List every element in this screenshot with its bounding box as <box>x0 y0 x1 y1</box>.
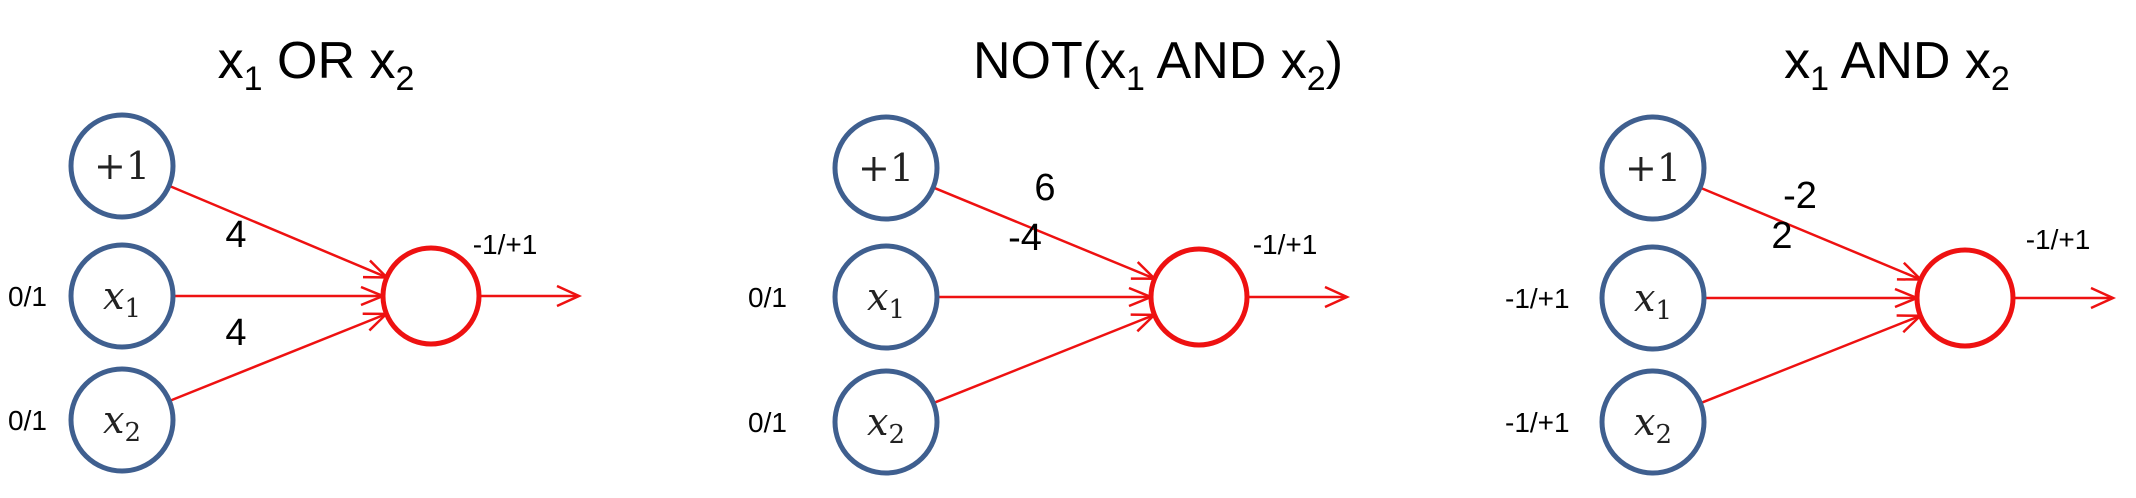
input-value-label: 0/1 <box>748 282 787 313</box>
input-node-x1 <box>1599 244 1707 352</box>
input-node-label: +1 <box>1625 146 1681 190</box>
network-title: NOT(x1 AND x2) <box>973 32 1343 98</box>
input-node-x1 <box>832 243 940 351</box>
input-node-label: +1 <box>858 146 914 190</box>
input-node-x2 <box>1599 368 1707 476</box>
input-node-x1 <box>68 242 176 350</box>
input-value-label: 0/1 <box>8 405 47 436</box>
input-node-label: x2 <box>103 398 141 448</box>
edge-x2 <box>1699 314 1921 405</box>
output-value-label: -1/+1 <box>473 229 538 260</box>
input-node-label: x2 <box>1634 400 1672 450</box>
input-value-label: -1/+1 <box>1505 283 1570 314</box>
input-value-label: 0/1 <box>748 407 787 438</box>
input-node-bias <box>832 114 940 222</box>
input-node-label: x1 <box>103 274 141 324</box>
weight-label: 4 <box>225 214 246 256</box>
edge-bias <box>168 184 388 279</box>
weight-label: 6 <box>1034 167 1055 209</box>
network-nand: NOT(x1 AND x2) +1 x1 0/1 x2 0/1 6 -4 -1/+1 <box>748 32 1351 476</box>
edge-bias <box>1699 186 1922 281</box>
input-node-label: x1 <box>867 275 905 325</box>
input-value-label: -1/+1 <box>1505 407 1570 438</box>
network-and: x1 AND x2 +1 x1 -1/+1 x2 -1/+1 -22 -1/+1 <box>1505 32 2117 476</box>
weight-label: 2 <box>1771 215 1792 257</box>
input-node-bias <box>1599 114 1707 222</box>
input-node-label: +1 <box>94 144 150 188</box>
arrowhead <box>1324 285 1351 309</box>
output-node <box>1148 246 1250 348</box>
edge-x2 <box>168 312 387 403</box>
weight-label: -4 <box>1008 217 1042 259</box>
input-node-label: x2 <box>867 400 905 450</box>
network-title: x1 AND x2 <box>1784 32 2010 98</box>
output-node <box>1914 247 2016 349</box>
input-node-label: x1 <box>1634 276 1672 326</box>
input-node-bias <box>68 112 176 220</box>
input-node-x2 <box>832 368 940 476</box>
input-value-label: 0/1 <box>8 281 47 312</box>
edge-bias <box>932 186 1156 280</box>
weight-label: 4 <box>225 312 246 354</box>
arrowhead <box>2090 286 2117 310</box>
output-value-label: -1/+1 <box>2026 224 2091 255</box>
output-value-label: -1/+1 <box>1253 229 1318 260</box>
arrowhead <box>556 284 583 308</box>
network-or: x1 OR x2 +1 x1 0/1 x2 0/1 4 4 -1/+1 <box>8 32 583 474</box>
output-node <box>380 245 482 347</box>
edge-x2 <box>932 313 1155 405</box>
input-node-x2 <box>68 366 176 474</box>
network-title: x1 OR x2 <box>218 32 415 98</box>
weight-label: -2 <box>1783 175 1817 217</box>
